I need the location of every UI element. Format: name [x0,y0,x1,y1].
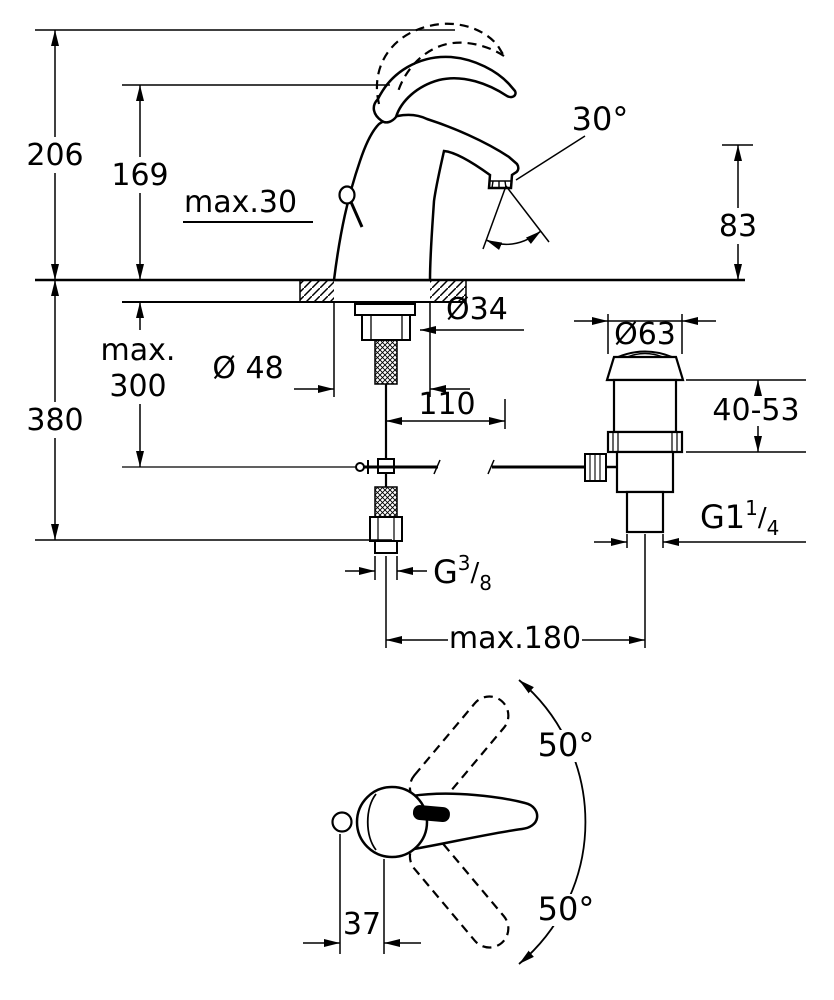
label-supply-thread: G3/8 [433,551,492,595]
label-spout-reach: 110 [418,387,475,422]
connector-nut [369,516,403,542]
counter-hatch-left [300,280,334,302]
lever-cap-inner-arc [366,793,377,851]
label-swing-angle-upper: 50° [538,726,595,764]
label-body-height: 169 [111,158,168,193]
label-shank-diameter: Ø34 [446,292,508,327]
dimension-40-53: 40-53 [686,379,807,453]
supply-hose-upper [374,339,398,385]
popup-knob-top-view [331,811,353,833]
label-clamping-range: 40-53 [712,393,799,428]
dimension-50deg-lower: 50° [538,890,595,928]
supply-hose-lower [374,486,398,518]
counter-hatch-right [430,280,466,302]
elevation-view: 206 169 max.30 30° 83 ma [26,22,807,656]
dimension-max180: max.180 [385,534,646,656]
label-waste-thread: G11/4 [700,496,779,540]
lever-arm-top-view [409,792,539,851]
dimension-dia48: Ø 48 [212,303,470,397]
thread-nipple [374,540,398,554]
label-backdrop [112,157,169,193]
waste-thread-numerator: 1 [745,496,758,520]
label-backdrop [707,396,807,426]
waste-tailpiece [625,490,665,534]
label-waste-flange-diameter: Ø63 [614,317,676,352]
label-max-reach: max.180 [449,621,581,656]
label-backdrop [711,208,765,244]
counter-surface [35,278,745,303]
dimension-dia63: Ø63 [574,314,716,354]
lever-logo-window [412,805,450,823]
supply-thread-denominator: 8 [479,571,492,595]
faucet-lever [372,55,517,124]
drain-assembly [584,350,685,534]
mounting-nut [361,314,411,341]
popup-linkage-rod [122,459,586,475]
popup-pull-rod [338,185,364,228]
dimension-g-three-eighths: G3/8 [345,551,492,595]
faucet-lever-raised-dashed [375,22,505,105]
dimension-380: 380 [26,280,392,541]
dimension-50deg-upper: 50° [538,726,595,764]
leader-line [515,135,586,181]
label-knob-offset: 37 [343,907,381,942]
waste-thread-denominator: 4 [767,516,780,540]
supply-thread-base: G [433,553,458,591]
supply-thread-numerator: 3 [458,551,471,575]
dimension-dia34: Ø34 [420,292,524,334]
dimension-30deg: 30° [482,100,629,250]
label-lever-lift: max.30 [184,185,297,220]
waste-thread-base: G1 [700,498,745,536]
dimension-169: 169 [111,84,390,280]
dimension-83: 83 [711,144,765,280]
waste-flange [605,355,685,382]
label-backdrop [27,137,84,173]
dimension-37: 37 [303,834,421,954]
dimension-g1-quarter: G11/4 [594,496,806,548]
waste-body-upper [612,378,678,434]
waste-plug-dome [617,350,673,358]
fraction-slash: / [471,558,480,588]
rod-break-mark [433,459,441,475]
fraction-slash: / [758,503,767,533]
label-below-counter-depth: 380 [26,403,83,438]
label-spout-outlet-height: 83 [719,209,757,244]
label-swing-angle-lower: 50° [538,890,595,928]
label-backdrop [27,402,84,438]
waste-body-lower [615,450,675,494]
label-overall-height: 206 [26,138,83,173]
dimension-110: 110 [386,387,506,429]
waste-locknut [606,430,684,454]
label-base-diameter: Ø 48 [212,351,283,386]
label-spout-angle: 30° [572,100,629,138]
label-backdrop [538,730,594,762]
rod-break-mark [487,459,495,475]
label-backdrop [538,894,594,926]
dimension-206: 206 [26,29,455,280]
label-hose-max: max. [101,333,176,368]
mounting-hardware [354,303,416,554]
label-backdrop [94,330,186,404]
label-hose-length: 300 [109,369,166,404]
label-backdrop [448,622,582,656]
lever-cap-top-view [355,785,429,859]
dimension-max300: max. 300 [94,302,186,467]
swing-arc [518,679,587,965]
dimension-max30: max.30 [183,185,313,223]
angle-arc [485,230,542,250]
mounting-washer [354,303,416,316]
plan-view: 50° 50° 37 [303,679,595,965]
faucet-body [332,113,520,282]
